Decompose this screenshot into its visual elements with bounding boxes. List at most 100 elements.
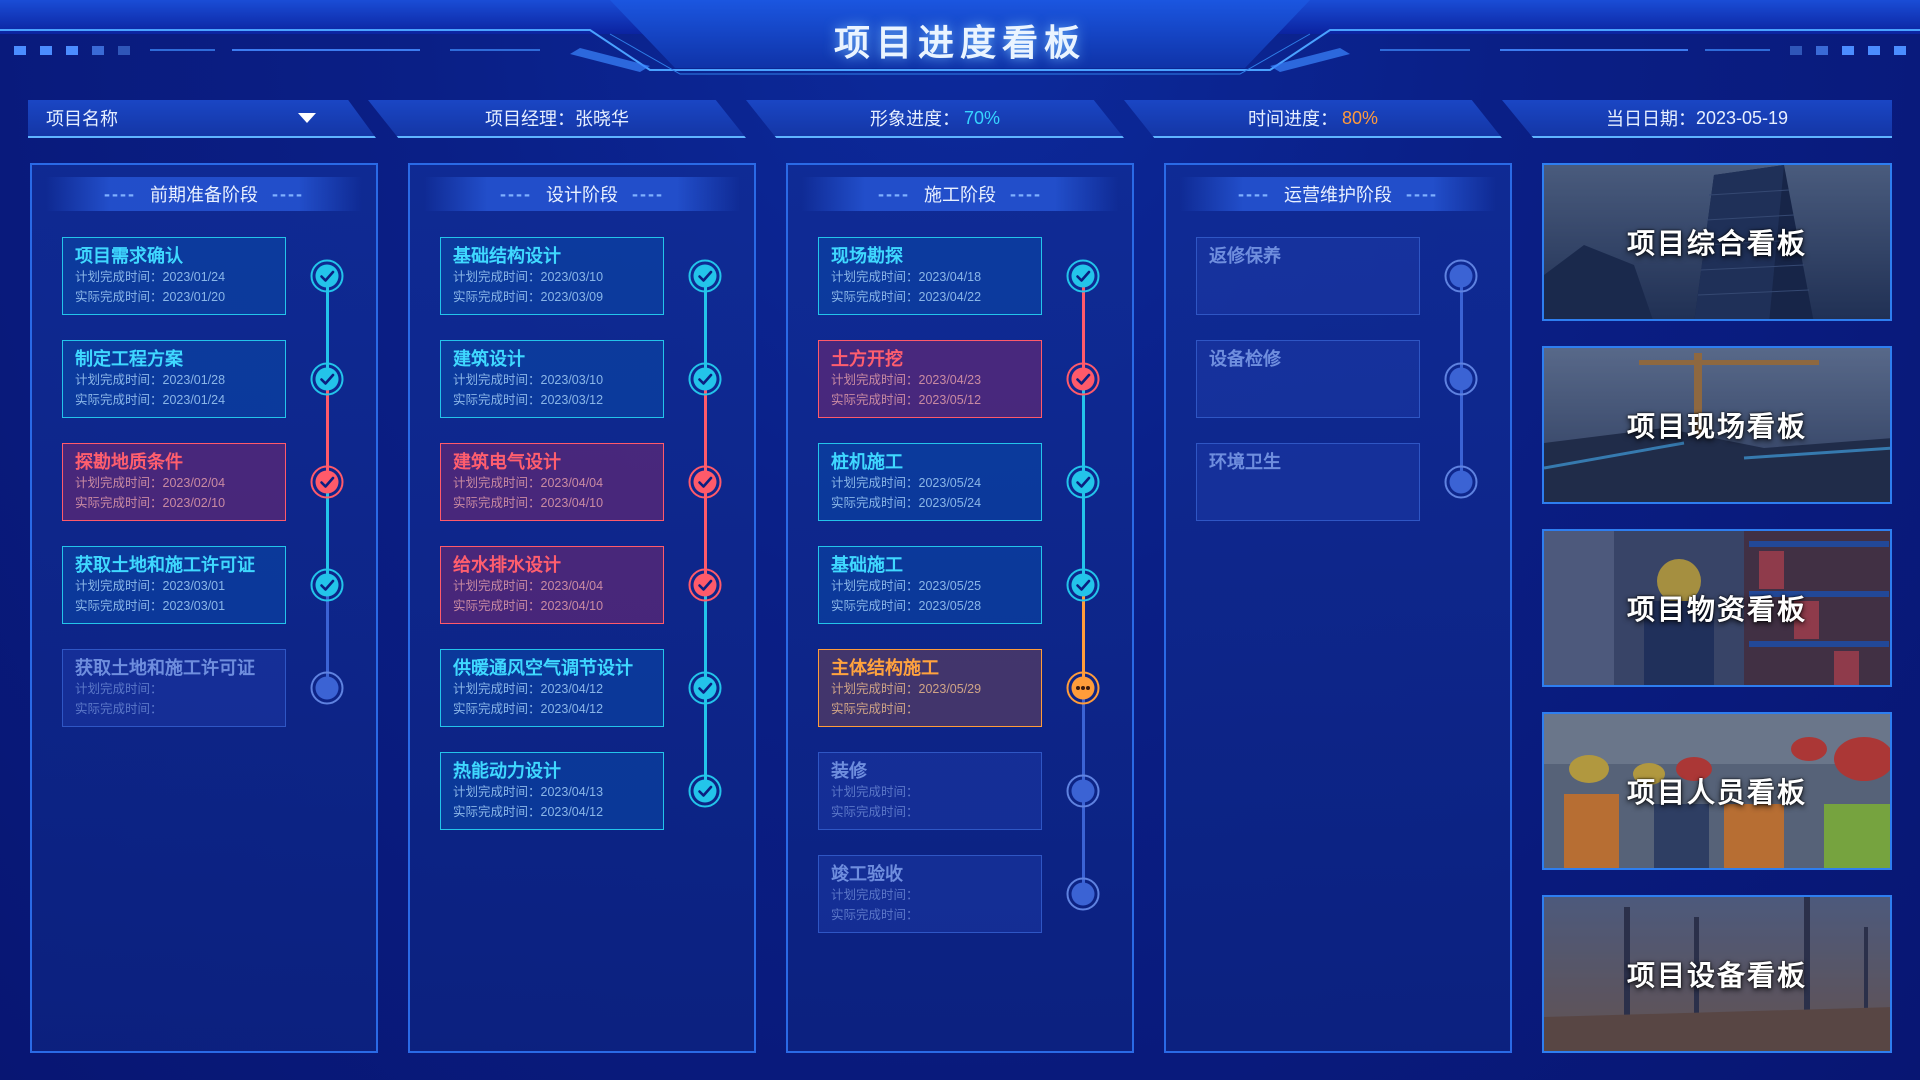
in-progress-icon: [1066, 671, 1100, 705]
timeline-connector: [1081, 276, 1085, 379]
task-name: 探勘地质条件: [75, 452, 183, 472]
board-personnel[interactable]: 项目人员看板: [1542, 712, 1892, 870]
task-actual-date: 实际完成时间：2023/04/12: [453, 699, 651, 719]
task-plan-date: 计划完成时间：2023/03/10: [453, 267, 651, 287]
actual-value: 2023/03/12: [540, 393, 604, 407]
dash-decoration: ----: [104, 183, 136, 204]
plan-label: 计划完成时间：: [453, 579, 541, 593]
actual-label: 实际完成时间：: [75, 496, 163, 510]
actual-label: 实际完成时间：: [453, 393, 541, 407]
timeline-connector: [703, 688, 707, 791]
stage-header: ---- 前期准备阶段 ----: [46, 177, 362, 211]
task-card[interactable]: 返修保养: [1196, 237, 1420, 315]
task-actual-date: 实际完成时间：2023/01/24: [75, 390, 273, 410]
actual-value: 2023/04/10: [540, 599, 604, 613]
stage-title: 施工阶段: [924, 185, 996, 205]
plan-value: 2023/03/10: [540, 270, 604, 284]
task-actual-date: 实际完成时间：2023/05/12: [831, 390, 1029, 410]
plan-label: 计划完成时间：: [75, 682, 163, 696]
board-site[interactable]: 项目现场看板: [1542, 346, 1892, 504]
task-actual-date: 实际完成时间：2023/04/10: [453, 596, 651, 616]
header-bar: 项目进度看板: [0, 0, 1920, 78]
board-equipment[interactable]: 项目设备看板: [1542, 895, 1892, 1053]
task-plan-date: 计划完成时间：2023/04/12: [453, 679, 651, 699]
task-actual-date: 实际完成时间：2023/05/24: [831, 493, 1029, 513]
actual-value: 2023/05/24: [918, 496, 982, 510]
task-card[interactable]: 装修计划完成时间：实际完成时间：: [818, 752, 1042, 830]
plan-label: 计划完成时间：: [831, 785, 919, 799]
actual-label: 实际完成时间：: [453, 702, 541, 716]
task-actual-date: 实际完成时间：: [75, 699, 273, 719]
task-plan-date: 计划完成时间：2023/04/13: [453, 782, 651, 802]
task-card[interactable]: 环境卫生: [1196, 443, 1420, 521]
check-circle-icon: [1066, 465, 1100, 499]
task-plan-date: 计划完成时间：2023/05/29: [831, 679, 1029, 699]
pending-dot-icon: [1066, 774, 1100, 808]
check-circle-icon: [310, 568, 344, 602]
pending-dot-icon: [1444, 465, 1478, 499]
task-card[interactable]: 获取土地和施工许可证计划完成时间：实际完成时间：: [62, 649, 286, 727]
task-name: 设备检修: [1209, 349, 1281, 369]
manager-label: 项目经理：: [485, 109, 575, 129]
task-card[interactable]: 设备检修: [1196, 340, 1420, 418]
stage-title: 设计阶段: [546, 185, 618, 205]
project-select[interactable]: 项目名称: [28, 100, 376, 138]
project-select-label: 项目名称: [46, 109, 118, 129]
check-circle-icon: [688, 774, 722, 808]
timeline-connector: [1081, 585, 1085, 688]
board-overview[interactable]: 项目综合看板: [1542, 163, 1892, 321]
plan-value: 2023/04/18: [918, 270, 982, 284]
task-name: 主体结构施工: [831, 658, 939, 678]
actual-label: 实际完成时间：: [831, 290, 919, 304]
plan-value: 2023/05/29: [918, 682, 982, 696]
timeline-connector: [325, 482, 329, 585]
stage-panel-prep: ---- 前期准备阶段 ---- 项目需求确认计划完成时间：2023/01/24…: [30, 163, 378, 1053]
task-card[interactable]: 竣工验收计划完成时间：实际完成时间：: [818, 855, 1042, 933]
stage-title: 运营维护阶段: [1284, 185, 1392, 205]
plan-value: 2023/02/04: [162, 476, 226, 490]
task-name: 建筑电气设计: [453, 452, 561, 472]
timeline-connector: [703, 379, 707, 482]
timeline-connector: [1081, 379, 1085, 482]
task-name: 制定工程方案: [75, 349, 183, 369]
dash-decoration: ----: [1010, 183, 1042, 204]
task-name: 获取土地和施工许可证: [75, 555, 255, 575]
check-circle-icon: [310, 259, 344, 293]
plan-label: 计划完成时间：: [831, 579, 919, 593]
check-circle-icon: [688, 465, 722, 499]
task-plan-date: 计划完成时间：2023/05/25: [831, 576, 1029, 596]
image-progress-label: 形象进度：: [869, 109, 960, 129]
task-name: 建筑设计: [453, 349, 525, 369]
check-circle-icon: [688, 568, 722, 602]
actual-label: 实际完成时间：: [831, 599, 919, 613]
task-name: 桩机施工: [831, 452, 903, 472]
plan-value: 2023/03/10: [540, 373, 604, 387]
image-progress-value: 70%: [963, 107, 1001, 128]
check-circle-icon: [688, 259, 722, 293]
pending-dot-icon: [1444, 259, 1478, 293]
task-plan-date: 计划完成时间：: [75, 679, 273, 699]
timeline-connector: [703, 482, 707, 585]
actual-value: 2023/04/22: [918, 290, 982, 304]
actual-value: 2023/04/10: [540, 496, 604, 510]
plan-label: 计划完成时间：: [453, 785, 541, 799]
actual-value: 2023/05/28: [918, 599, 982, 613]
board-materials[interactable]: 项目物资看板: [1542, 529, 1892, 687]
timeline-connector: [1459, 379, 1463, 482]
